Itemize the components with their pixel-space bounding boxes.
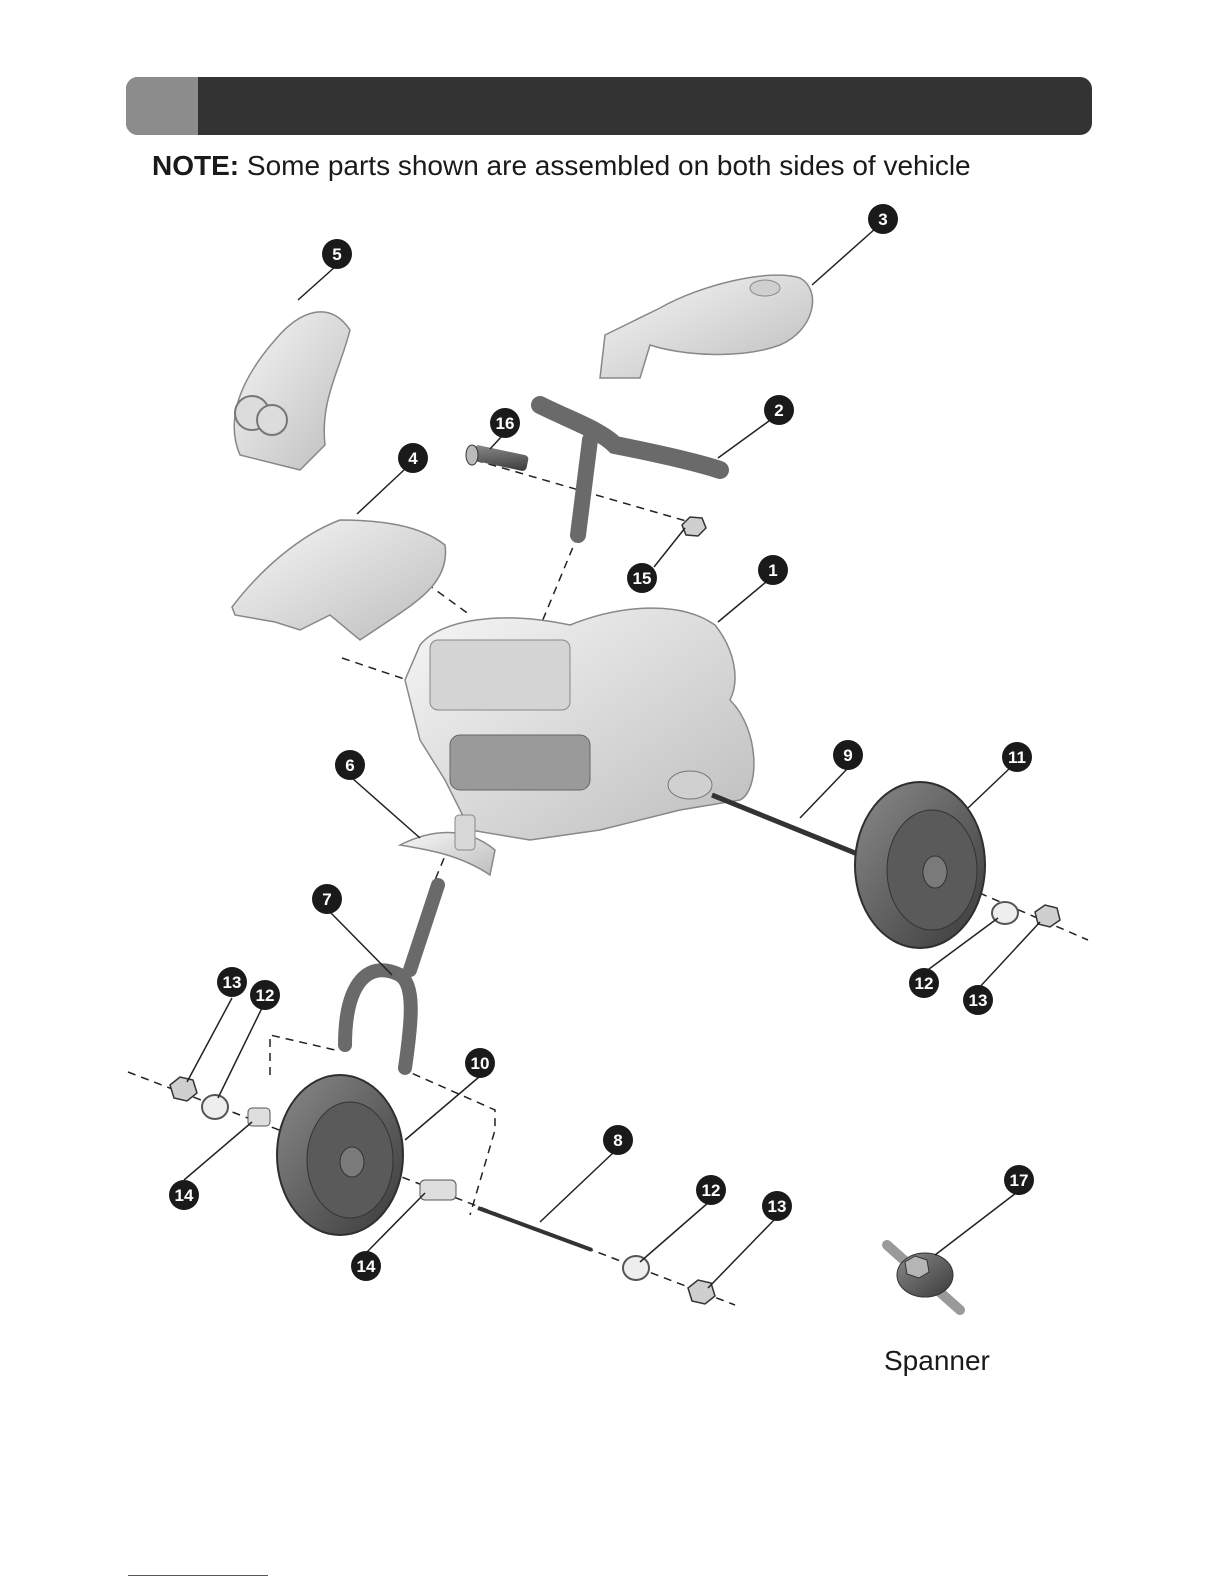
- callout-13: 13: [963, 985, 993, 1015]
- callout-14: 14: [351, 1251, 381, 1281]
- part-front-wheel: [277, 1075, 403, 1235]
- callout-number: 12: [256, 986, 275, 1005]
- callout-16: 16: [490, 408, 520, 438]
- part-washer: [992, 902, 1018, 924]
- part-front-washer-right: [623, 1256, 649, 1280]
- footer-rule: [128, 1575, 268, 1576]
- callout-number: 1: [768, 561, 777, 580]
- callout-number: 15: [633, 569, 652, 588]
- callout-9: 9: [833, 740, 863, 770]
- callout-number: 4: [408, 449, 418, 468]
- callout-3: 3: [868, 204, 898, 234]
- callout-10: 10: [465, 1048, 495, 1078]
- callout-number: 6: [345, 756, 354, 775]
- part-front-fork: [345, 885, 438, 1068]
- callout-5: 5: [322, 239, 352, 269]
- callout-number: 17: [1010, 1171, 1029, 1190]
- callout-15: 15: [627, 563, 657, 593]
- callout-12: 12: [909, 968, 939, 998]
- callout-4: 4: [398, 443, 428, 473]
- part-main-body: [405, 608, 754, 840]
- callout-number: 12: [915, 974, 934, 993]
- part-rear-wheel: [855, 782, 985, 948]
- callout-number: 2: [774, 401, 783, 420]
- callout-number: 13: [223, 973, 242, 992]
- part-front-nut-left: [170, 1077, 197, 1101]
- callout-number: 14: [357, 1257, 376, 1276]
- callout-1: 1: [758, 555, 788, 585]
- callout-17: 17: [1004, 1165, 1034, 1195]
- callout-number: 5: [332, 245, 341, 264]
- callout-13: 13: [217, 967, 247, 997]
- part-front-washer-left: [202, 1095, 228, 1119]
- part-bolt: [466, 445, 529, 472]
- part-body-cover: [232, 520, 446, 640]
- part-handlebar: [540, 405, 720, 535]
- callout-number: 11: [1008, 748, 1026, 767]
- callout-7: 7: [312, 884, 342, 914]
- callout-number: 10: [471, 1054, 490, 1073]
- callout-number: 8: [613, 1131, 622, 1150]
- callout-12: 12: [696, 1175, 726, 1205]
- callout-13: 13: [762, 1191, 792, 1221]
- callout-number: 13: [969, 991, 988, 1010]
- part-front-cowl: [234, 312, 350, 470]
- callout-6: 6: [335, 750, 365, 780]
- part-spanner: [887, 1245, 960, 1310]
- callout-12: 12: [250, 980, 280, 1010]
- callout-8: 8: [603, 1125, 633, 1155]
- callout-number: 13: [768, 1197, 787, 1216]
- part-spacer-right: [420, 1180, 456, 1200]
- callout-number: 12: [702, 1181, 721, 1200]
- part-nut: [682, 517, 706, 536]
- callout-number: 14: [175, 1186, 194, 1205]
- spanner-label: Spanner: [884, 1345, 990, 1377]
- callout-number: 7: [322, 890, 331, 909]
- part-rear-axle: [712, 795, 860, 855]
- callout-14: 14: [169, 1180, 199, 1210]
- callout-number: 16: [496, 414, 515, 433]
- callout-number: 3: [878, 210, 887, 229]
- callout-2: 2: [764, 395, 794, 425]
- part-seat: [600, 275, 813, 378]
- callout-11: 11: [1002, 742, 1032, 772]
- part-front-nut-right: [688, 1280, 715, 1304]
- callout-number: 9: [843, 746, 852, 765]
- part-front-axle: [478, 1208, 592, 1250]
